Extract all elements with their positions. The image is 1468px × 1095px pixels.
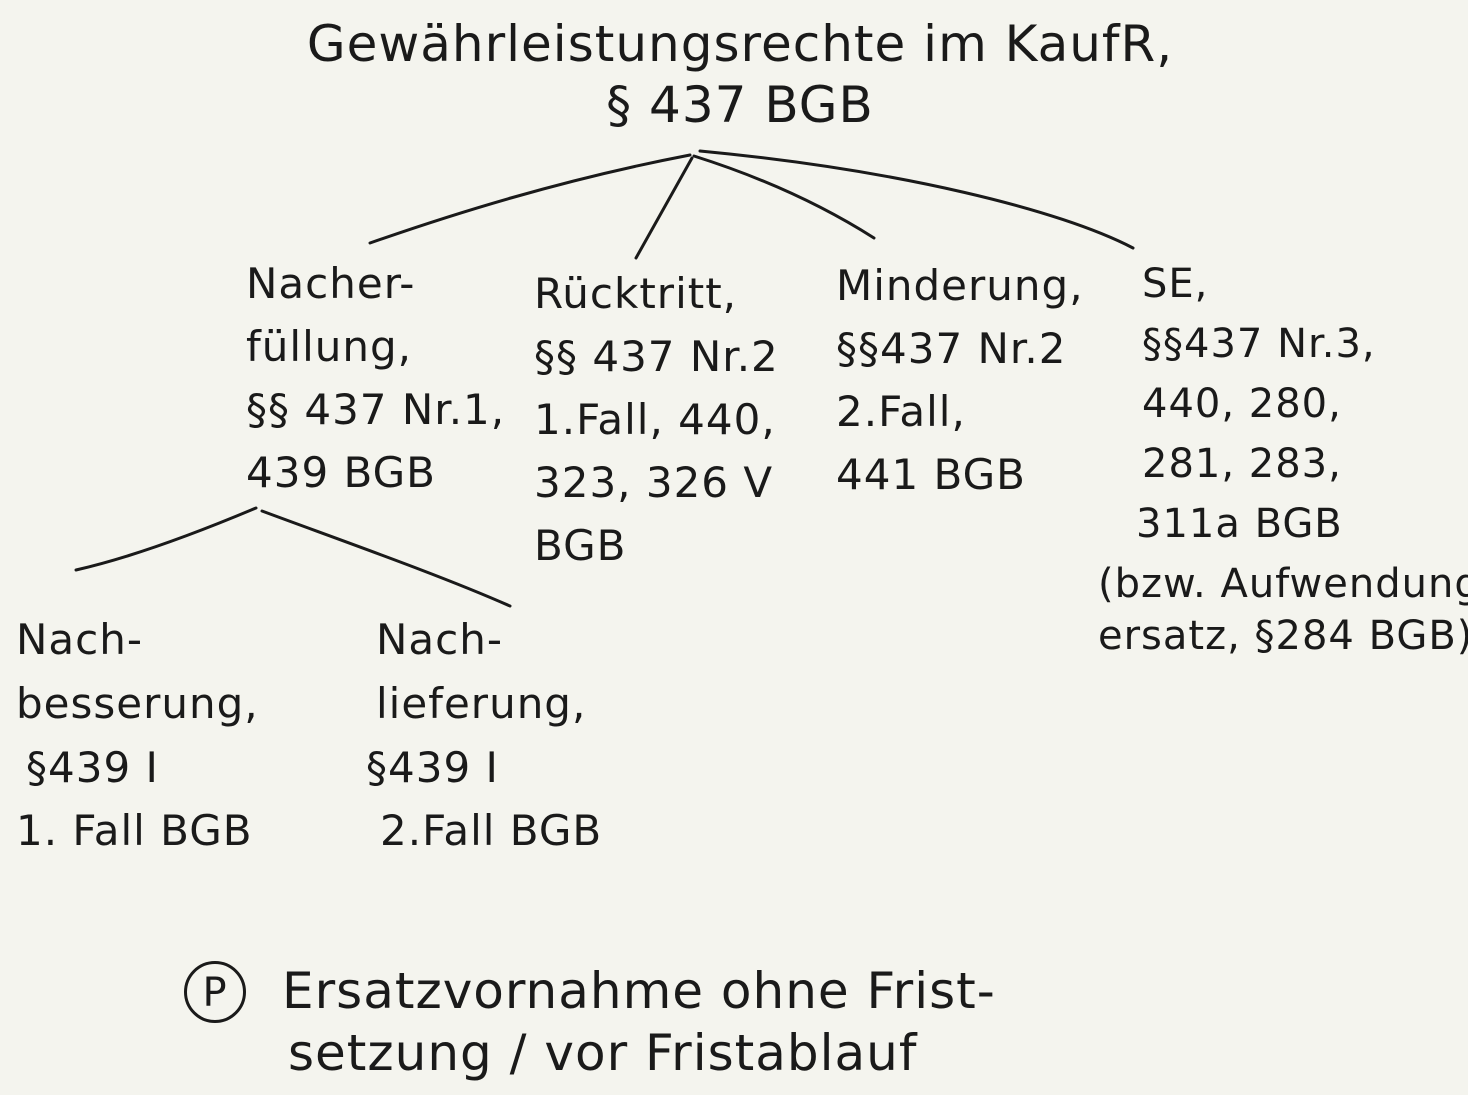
node-line: 440, 280, — [1142, 381, 1342, 427]
node-line: Nach- — [16, 615, 144, 664]
node-line: §§ 437 Nr.1, — [246, 385, 506, 434]
node-line: Nach- — [376, 615, 504, 664]
connector-to-minderung — [692, 154, 876, 240]
problem-note: P Ersatzvornahme ohne Frist- setzung / vo… — [184, 958, 996, 1084]
node-line: §§437 Nr.2 — [836, 324, 1067, 373]
connector-to-nachbesserung — [74, 506, 258, 572]
node-line: §§ 437 Nr.2 — [534, 332, 779, 381]
note-line-1: Ersatzvornahme ohne Frist- — [282, 962, 996, 1020]
node-line: 323, 326 V — [534, 458, 774, 507]
connector-to-nachlieferung — [260, 509, 512, 608]
node-line: Rücktritt, — [534, 269, 738, 318]
node-line: 2.Fall, — [836, 387, 966, 436]
node-nachlieferung: Nach- lieferung, §439 I 2.Fall BGB — [366, 608, 602, 863]
title-line-2: § 437 BGB — [606, 76, 874, 134]
node-line: 439 BGB — [246, 448, 436, 497]
note-line-2: setzung / vor Fristablauf — [288, 1023, 918, 1082]
node-line: Minderung, — [836, 261, 1084, 310]
node-line: (bzw. Aufwendungs- — [1098, 561, 1468, 607]
node-line: 2.Fall BGB — [380, 806, 603, 856]
node-line: SE, — [1142, 261, 1209, 307]
node-line: BGB — [534, 521, 627, 570]
node-line: füllung, — [246, 322, 412, 371]
node-nachbesserung: Nach- besserung, §439 I 1. Fall BGB — [16, 608, 259, 863]
diagram-title: Gewährleistungsrechte im KaufR, § 437 BG… — [300, 14, 1180, 136]
node-line: 1.Fall, 440, — [534, 395, 776, 444]
node-line: ersatz, §284 BGB) — [1098, 613, 1468, 659]
node-schadensersatz: SE, §§437 Nr.3, 440, 280, 281, 283, 311a… — [1098, 254, 1468, 666]
problem-marker-icon: P — [184, 960, 246, 1023]
node-line: §439 I — [366, 742, 499, 792]
node-line: 441 BGB — [836, 450, 1026, 499]
node-line: 311a BGB — [1136, 501, 1343, 547]
connector-to-ruecktritt — [634, 156, 694, 260]
node-ruecktritt: Rücktritt, §§ 437 Nr.2 1.Fall, 440, 323,… — [534, 262, 779, 577]
node-line: lieferung, — [376, 678, 587, 728]
node-nacherfuellung: Nacher- füllung, §§ 437 Nr.1, 439 BGB — [246, 252, 505, 504]
node-minderung: Minderung, §§437 Nr.2 2.Fall, 441 BGB — [836, 254, 1084, 506]
node-line: §§437 Nr.3, — [1142, 321, 1376, 367]
connector-to-se — [698, 149, 1135, 250]
title-line-1: Gewährleistungsrechte im KaufR, — [306, 15, 1174, 73]
node-line: besserung, — [16, 678, 259, 728]
node-line: 281, 283, — [1142, 441, 1342, 487]
node-line: 1. Fall BGB — [16, 806, 253, 856]
connector-to-nacherfuellung — [368, 153, 692, 245]
node-line: §439 I — [26, 742, 159, 792]
node-line: Nacher- — [246, 259, 416, 308]
